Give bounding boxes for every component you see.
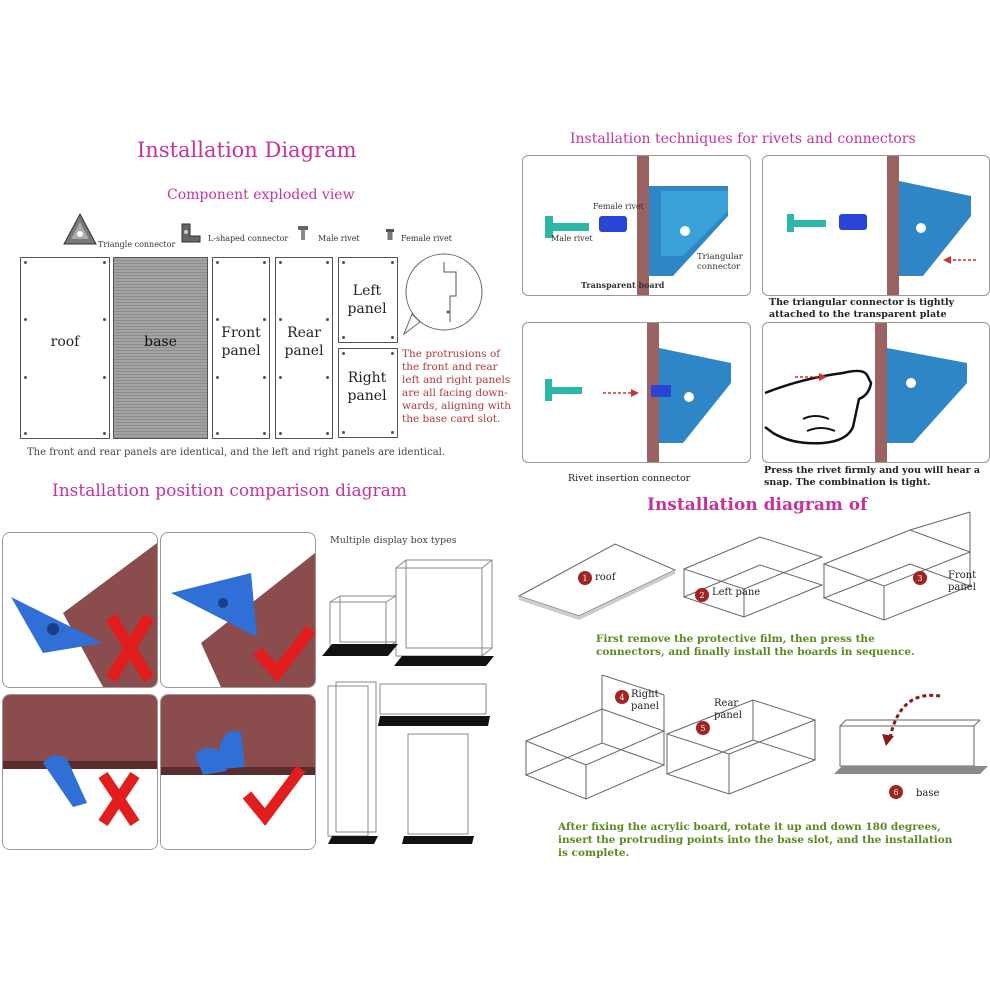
tight-caption: The triangular connector is tightly atta… [769, 297, 955, 320]
installation-diagram-of-title: Installation diagram of [647, 495, 868, 515]
step-3-front: 3 [822, 511, 972, 621]
female-rivet-icon [386, 229, 394, 240]
snap-caption: Press the rivet firmly and you will hear… [764, 465, 981, 488]
step-5-number: 5 [700, 724, 705, 733]
techniques-title: Installation techniques for rivets and c… [570, 131, 916, 147]
roof-panel: roof [20, 257, 110, 439]
male-rivet-caption: Male rivet [551, 234, 593, 243]
technique-card-2 [762, 155, 990, 296]
step-6-number: 6 [893, 788, 898, 797]
base-label: base [144, 334, 177, 350]
comparison-right-2 [160, 694, 316, 850]
comparison-wrong-1 [2, 532, 158, 688]
step-1-number: 1 [582, 574, 587, 583]
step-6-label: base [916, 788, 939, 799]
step-2-left: 2 Left pane [682, 536, 824, 618]
step-2-number: 2 [699, 591, 704, 600]
technique-card-4 [762, 322, 990, 463]
comparison-right-1 [160, 532, 316, 688]
step-5-label: Rear panel [714, 698, 742, 721]
magnifier-bubble [402, 253, 483, 336]
male-rivet-icon [298, 226, 308, 240]
female-rivet-caption: Female rivet [593, 202, 644, 211]
position-comparison-title: Installation position comparison diagram [52, 481, 407, 501]
cross-mark-icon [105, 613, 155, 683]
base-panel: base [113, 257, 208, 439]
check-mark-icon [252, 625, 315, 683]
note-rotate: After fixing the acrylic board, rotate i… [558, 821, 953, 859]
identical-note: The front and rear panels are identical,… [27, 447, 446, 458]
rotate-arrow-icon [882, 734, 894, 746]
step-2-label: Left pane [712, 587, 760, 598]
step-3-number: 3 [917, 574, 922, 583]
male-rivet-label: Male rivet [318, 234, 360, 243]
left-panel: Left panel [338, 257, 398, 343]
front-panel-label: Front panel [221, 325, 261, 359]
triangle-connector-icon [63, 212, 97, 245]
display-box-types [322, 559, 494, 844]
note-remove-film: First remove the protective film, then p… [596, 633, 915, 658]
step-1-roof: 1 roof [517, 543, 677, 620]
roof-label: roof [50, 334, 80, 350]
rear-panel: Rear panel [275, 257, 333, 439]
rear-panel-label: Rear panel [284, 325, 324, 359]
installation-diagram-title: Installation Diagram [137, 138, 357, 162]
display-types-label: Multiple display box types [330, 535, 457, 546]
step-5-rear: 5 [665, 699, 817, 795]
exploded-view-subtitle: Component exploded view [167, 187, 355, 203]
step-6-base: 6 base [834, 693, 988, 799]
step-4-label: Right panel [631, 689, 659, 712]
technique-card-3 [522, 322, 751, 463]
step-1-label: roof [595, 572, 617, 583]
right-panel-label: Right panel [347, 370, 387, 404]
step-4-right: 4 [524, 674, 666, 800]
l-connector-icon [181, 223, 201, 243]
insert-caption: Rivet insertion connector [568, 473, 691, 484]
step-4-number: 4 [619, 693, 624, 702]
technique-card-1: Female rivet Male rivet Triangular conne… [522, 155, 751, 296]
front-panel: Front panel [212, 257, 270, 439]
triangular-connector-caption: Triangular connector [697, 252, 743, 272]
female-rivet-label: Female rivet [401, 234, 452, 243]
transparent-board-caption: Transparent board [581, 280, 665, 290]
step-3-label: Front panel [948, 570, 977, 593]
triangle-connector-label: Triangle connector [98, 240, 176, 249]
arrow-icon [943, 256, 951, 264]
protrusion-note: The protrusions of the front and rear le… [402, 348, 512, 425]
l-connector-label: L-shaped connector [208, 234, 289, 243]
right-panel: Right panel [338, 348, 398, 438]
left-panel-label: Left panel [347, 283, 387, 317]
comparison-wrong-2 [2, 694, 158, 850]
